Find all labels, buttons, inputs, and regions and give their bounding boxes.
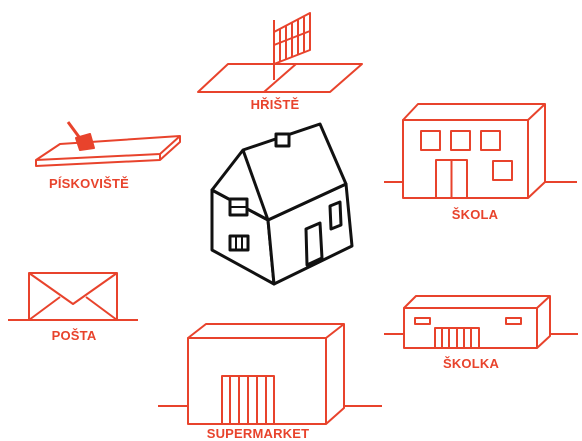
kindergarten-building-icon	[384, 295, 578, 349]
sandbox-icon	[35, 121, 181, 167]
label-hriste: HŘIŠTĚ	[250, 97, 300, 112]
label-skolka: ŠKOLKA	[442, 356, 500, 371]
label-supermarket: SUPERMARKET	[206, 426, 310, 441]
house-icon	[210, 122, 354, 286]
playground-icon	[197, 12, 363, 93]
supermarket-building-icon	[158, 323, 382, 425]
envelope-icon	[8, 272, 138, 321]
label-piskoviste: PÍSKOVIŠTĚ	[48, 176, 130, 191]
school-building-icon	[384, 103, 577, 199]
label-posta: POŠTA	[51, 328, 97, 343]
label-skola: ŠKOLA	[451, 207, 499, 222]
